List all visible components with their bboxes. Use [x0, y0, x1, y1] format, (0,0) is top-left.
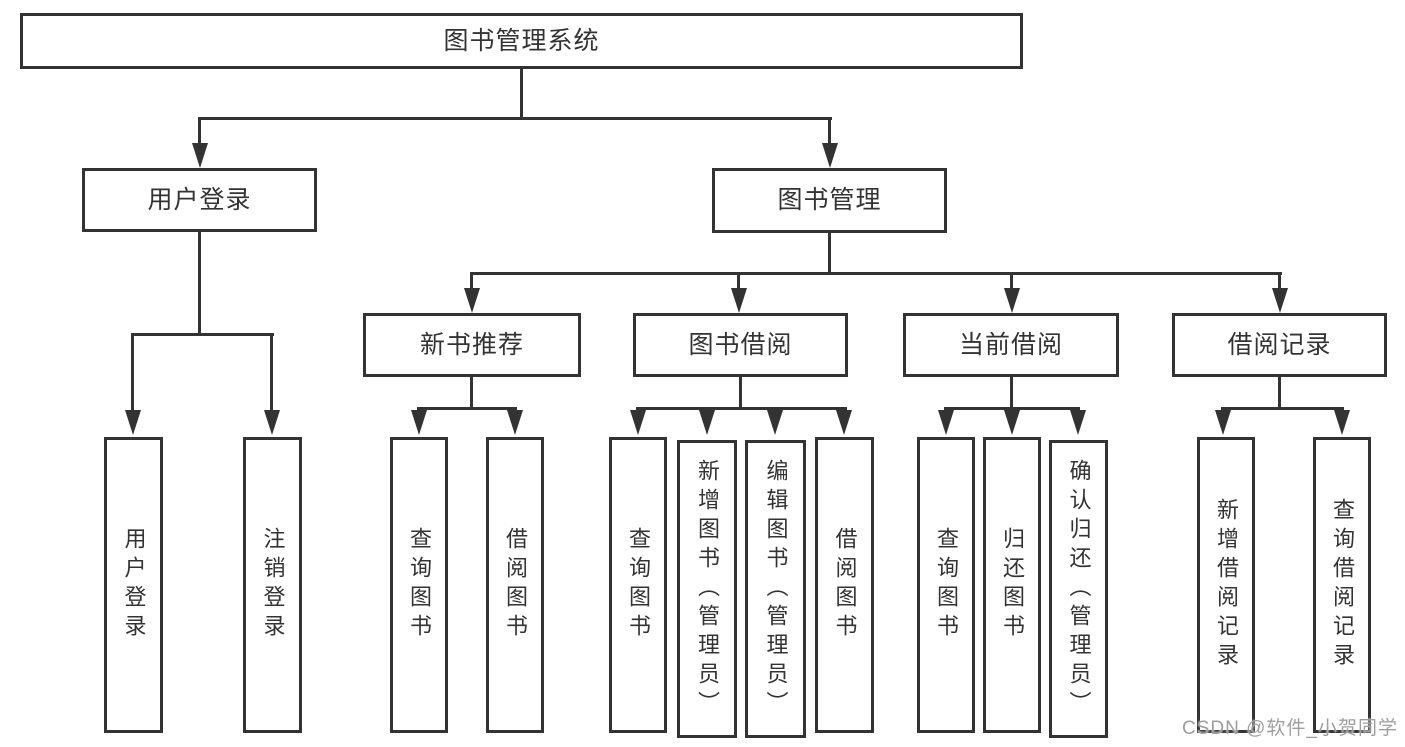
connector-cb-splitter — [944, 407, 1080, 410]
arrowhead-leaf — [507, 410, 523, 435]
node-borrow-records: 借阅记录 — [1172, 313, 1387, 377]
connector-level3-shaft — [1010, 272, 1013, 290]
leaf-cb-query-books: 查询图书 — [917, 437, 975, 733]
arrowhead-leaf — [125, 410, 141, 435]
connector-level3-shaft — [737, 272, 740, 290]
connector-level3-splitter — [470, 272, 1282, 275]
arrowhead-leaf — [699, 410, 715, 435]
leaf-br-add-record: 新增借阅记录 — [1197, 437, 1255, 733]
leaf-bb-borrow-books: 借阅图书 — [815, 437, 874, 733]
connector-bb-splitter — [636, 407, 847, 410]
leaf-bb-query-books: 查询图书 — [609, 437, 667, 733]
arrowhead-leaf — [411, 410, 427, 435]
arrowhead-book-mgmt — [822, 143, 838, 168]
connector-user-login-stem — [198, 232, 201, 336]
arrowhead-leaf — [1334, 410, 1350, 435]
leaf-nbr-query-books: 查询图书 — [390, 437, 448, 733]
connector-level3-shaft — [1278, 272, 1281, 290]
node-current-borrow: 当前借阅 — [903, 313, 1119, 377]
arrowhead-leaf — [767, 410, 783, 435]
arrowhead-book-borrow — [731, 288, 747, 313]
leaf-nbr-borrow-books: 借阅图书 — [486, 437, 544, 733]
connector-book-mgmt-shaft — [828, 117, 831, 145]
leaf-bb-edit-books-admin: 编辑图书（管理员） — [745, 440, 806, 738]
node-user-login: 用户登录 — [82, 168, 317, 232]
connector-book-mgmt-stem — [828, 233, 831, 275]
connector-br-splitter — [1221, 407, 1344, 410]
arrowhead-leaf — [1070, 410, 1086, 435]
leaf-cb-return-books: 归还图书 — [983, 437, 1041, 733]
leaf-cb-confirm-return-admin: 确认归还（管理员） — [1049, 440, 1108, 738]
arrowhead-leaf — [630, 410, 646, 435]
arrowhead-leaf — [1004, 410, 1020, 435]
leaf-logout: 注销登录 — [243, 437, 302, 733]
node-root: 图书管理系统 — [20, 13, 1023, 69]
arrowhead-leaf — [264, 410, 280, 435]
connector-leaf-shaft — [131, 333, 134, 412]
arrowhead-new-book-rec — [464, 288, 480, 313]
arrowhead-leaf — [938, 410, 954, 435]
arrowhead-current-borrow — [1004, 288, 1020, 313]
connector-bb-stem — [739, 377, 742, 410]
connector-level1-splitter — [198, 117, 832, 120]
leaf-br-query-record: 查询借阅记录 — [1313, 437, 1371, 733]
node-new-book-recommend: 新书推荐 — [363, 313, 581, 377]
arrowhead-leaf — [836, 410, 852, 435]
connector-user-login-splitter — [131, 333, 274, 336]
connector-nbr-splitter — [417, 407, 517, 410]
connector-leaf-shaft — [270, 333, 273, 412]
connector-br-stem — [1278, 377, 1281, 410]
connector-nbr-stem — [470, 377, 473, 410]
arrowhead-leaf — [1215, 410, 1231, 435]
leaf-bb-add-books-admin: 新增图书（管理员） — [677, 440, 737, 738]
connector-level3-shaft — [470, 272, 473, 290]
connector-root-stem — [520, 69, 523, 120]
connector-user-login-shaft — [198, 117, 201, 145]
watermark: CSDN @软件_小贺同学 — [1182, 718, 1398, 739]
node-book-borrow: 图书借阅 — [633, 313, 848, 377]
connector-cb-stem — [1010, 377, 1013, 410]
leaf-user-login: 用户登录 — [104, 437, 163, 733]
arrowhead-borrow-records — [1272, 288, 1288, 313]
arrowhead-user-login — [192, 143, 208, 168]
node-book-management: 图书管理 — [712, 168, 947, 233]
